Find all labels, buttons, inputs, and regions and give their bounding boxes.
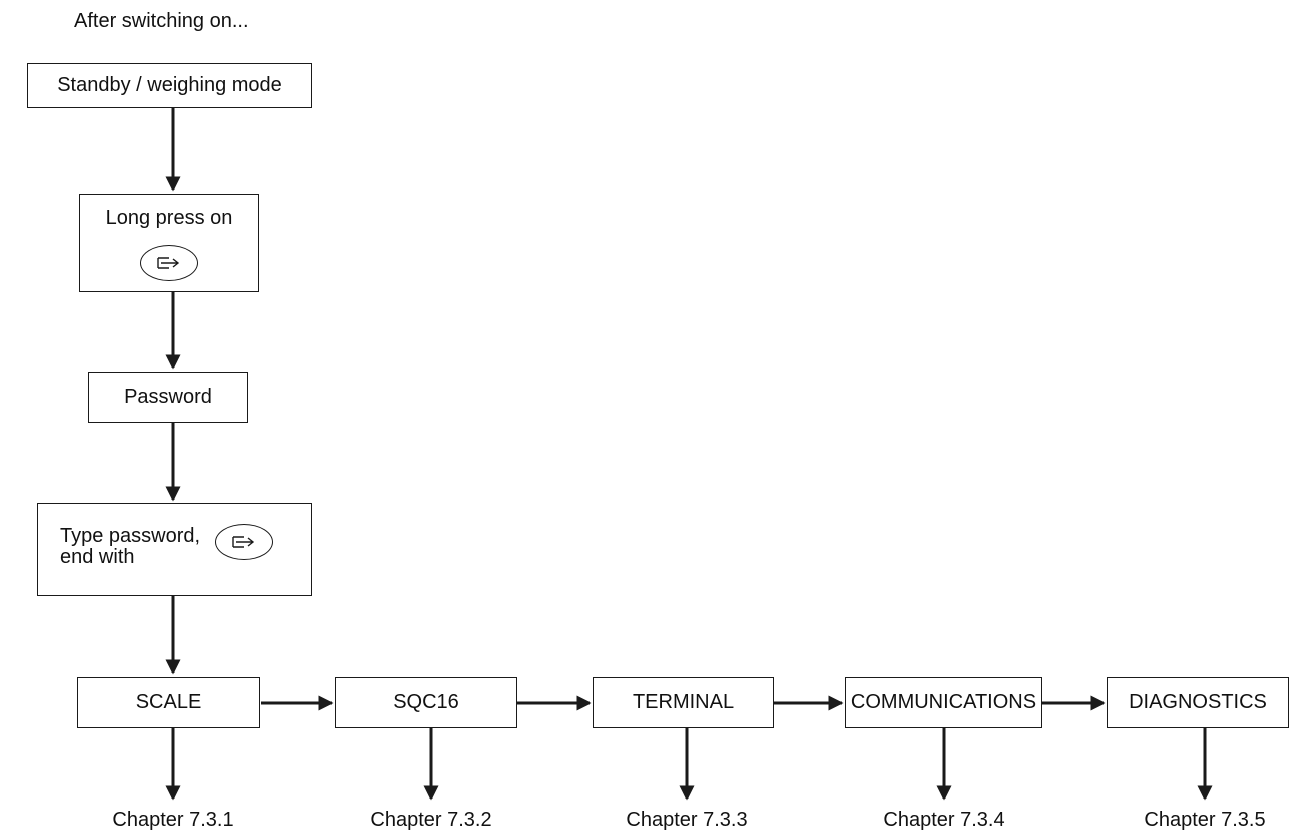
type-password-line1: Type password,: [60, 525, 201, 547]
type-password-box: Type password, end with: [37, 503, 312, 596]
menu-box-scale: SCALE: [77, 677, 260, 728]
standby-label: Standby / weighing mode: [57, 74, 282, 96]
type-password-line2: end with: [60, 546, 135, 568]
standby-box: Standby / weighing mode: [27, 63, 312, 108]
menu-label-sqc16: SQC16: [393, 691, 459, 713]
enter-arrow-glyph: [232, 536, 255, 548]
password-box: Password: [88, 372, 248, 423]
chapter-diagnostics: Chapter 7.3.5: [1144, 809, 1266, 831]
chapter-sqc16: Chapter 7.3.2: [370, 809, 492, 831]
enter-arrow-glyph: [157, 257, 180, 269]
intro-text: After switching on...: [74, 10, 249, 32]
menu-box-sqc16: SQC16: [335, 677, 517, 728]
chapter-terminal: Chapter 7.3.3: [626, 809, 748, 831]
menu-label-diagnostics: DIAGNOSTICS: [1129, 691, 1267, 713]
menu-box-diagnostics: DIAGNOSTICS: [1107, 677, 1289, 728]
chapter-scale: Chapter 7.3.1: [112, 809, 234, 831]
menu-box-communications: COMMUNICATIONS: [845, 677, 1042, 728]
menu-box-terminal: TERMINAL: [593, 677, 774, 728]
enter-key-icon: [140, 245, 198, 281]
long-press-label: Long press on: [105, 207, 233, 229]
menu-label-scale: SCALE: [135, 691, 202, 713]
menu-label-terminal: TERMINAL: [632, 691, 735, 713]
chapter-communications: Chapter 7.3.4: [883, 809, 1005, 831]
menu-label-communications: COMMUNICATIONS: [850, 691, 1037, 713]
password-label: Password: [124, 386, 212, 408]
long-press-box: Long press on: [79, 194, 259, 292]
enter-key-icon: [215, 524, 273, 560]
